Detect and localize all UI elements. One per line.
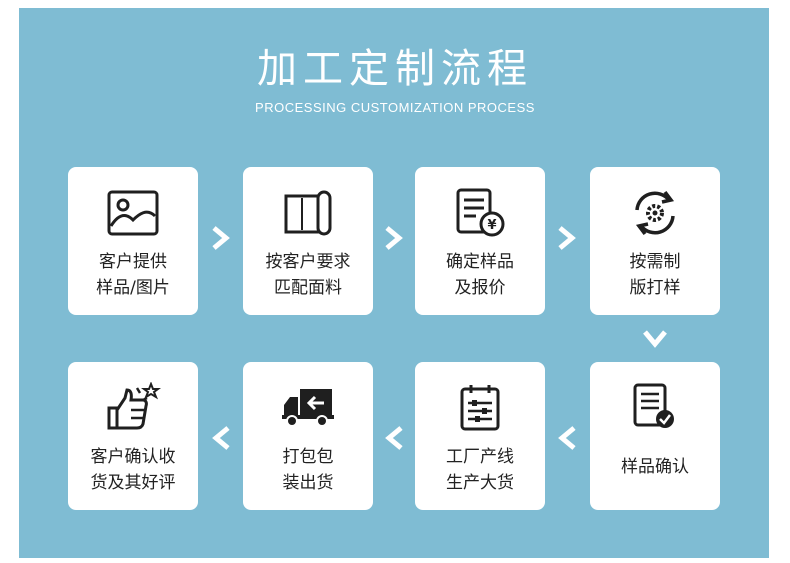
fabric-roll-icon — [243, 187, 373, 239]
step-card-2: 按客户要求匹配面料 — [243, 167, 373, 315]
thumbs-up-icon — [68, 382, 198, 434]
gear-cycle-icon — [590, 187, 720, 239]
page-subtitle: PROCESSING CUSTOMIZATION PROCESS — [255, 100, 535, 115]
step-label-4a: 按需制 — [629, 252, 681, 272]
chevron-right-icon — [380, 224, 408, 252]
step-label-4b: 版打样 — [629, 278, 681, 298]
chevron-left-icon — [553, 424, 581, 452]
step-label-2b: 匹配面料 — [274, 278, 342, 298]
step-label-2a: 按客户要求 — [265, 252, 351, 272]
chevron-right-icon — [553, 224, 581, 252]
step-label-6b: 生产大货 — [446, 473, 514, 493]
chevron-down-icon — [641, 325, 669, 353]
step-card-1: 客户提供样品/图片 — [68, 167, 198, 315]
step-label-1b: 样品/图片 — [96, 278, 170, 298]
factory-schedule-icon — [415, 382, 545, 434]
step-label-1a: 客户提供 — [99, 252, 167, 272]
step-label-3a: 确定样品 — [446, 252, 514, 272]
step-label-8b: 货及其好评 — [90, 473, 176, 493]
svg-text:¥: ¥ — [487, 218, 496, 233]
step-card-7: 打包包装出货 — [243, 362, 373, 510]
step-card-8: 客户确认收货及其好评 — [68, 362, 198, 510]
chevron-left-icon — [380, 424, 408, 452]
quote-document-icon: ¥ — [415, 187, 545, 239]
step-card-4: 按需制版打样 — [590, 167, 720, 315]
step-card-6: 工厂产线生产大货 — [415, 362, 545, 510]
step-label-7b: 装出货 — [282, 473, 334, 493]
picture-icon — [68, 187, 198, 239]
step-card-3: ¥ 确定样品及报价 — [415, 167, 545, 315]
delivery-truck-icon — [243, 382, 373, 434]
step-card-5: 样品确认 — [590, 362, 720, 510]
step-label-5a: 样品确认 — [621, 457, 689, 477]
step-label-3b: 及报价 — [454, 278, 506, 298]
step-label-7a: 打包包 — [282, 447, 334, 467]
sample-check-icon — [590, 382, 720, 434]
chevron-left-icon — [207, 424, 235, 452]
step-label-6a: 工厂产线 — [446, 447, 514, 467]
chevron-right-icon — [207, 224, 235, 252]
page-title: 加工定制流程 — [257, 46, 533, 92]
step-label-8a: 客户确认收 — [90, 447, 176, 467]
